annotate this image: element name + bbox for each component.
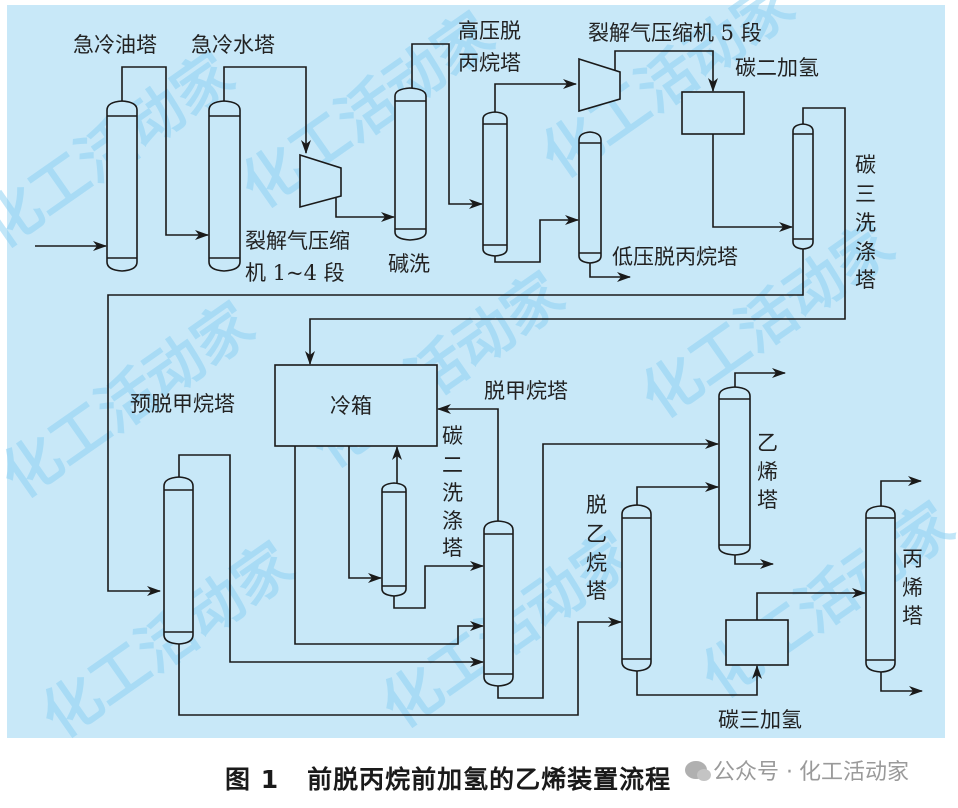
label-char: 塔 [757,488,778,512]
label-c3-wash-tower: 碳 三 洗 涤 塔 [855,153,876,292]
label-char: 三 [855,182,876,206]
cracked-gas-compressor-5 [578,57,621,113]
label-char: 塔 [442,536,463,560]
label-char: 烯 [757,460,778,484]
caustic-wash-tower [394,87,427,241]
label-char: 烯 [902,576,923,600]
label-deethanizer: 脱 乙 烷 塔 [586,493,607,603]
stream-compressor5-to-c2-hydrogenation [614,50,718,92]
caption-number: 图 1 [225,765,280,794]
label-char: 洗 [442,481,463,505]
caption-title: 前脱丙烷前加氢的乙烯装置流程 [307,765,672,794]
label-propylene-tower: 丙 烯 塔 [902,547,923,628]
label-char: 脱 [586,493,607,517]
credit-name: 化工活动家 [799,760,910,785]
stream-demethanizer-bottom-to-ethylene-tower [497,439,719,699]
label-char: 塔 [902,604,923,628]
stream-pre-demethanizer-top-to-demethanizer [178,454,484,667]
lp-depropanizer [578,131,602,264]
label-c3-hydrogenation: 碳三加氢 [718,708,802,732]
stream-c3-wash-top-to-cold-box [305,107,846,365]
cracked-gas-compressor-1-4 [299,153,342,209]
stream-quench-water-to-compressor [223,66,311,154]
stream-c3-hydrogenation-to-propylene-tower [756,588,866,620]
label-compressor-5: 裂解气压缩机 5 段 [588,21,762,45]
cold-box [274,364,438,447]
stream-caustic-to-hp-depropanizer [411,43,483,209]
propylene-tower [865,505,896,673]
label-char: 涤 [442,509,463,533]
label-c2-wash-tower: 碳 二 洗 涤 塔 [442,424,463,560]
c3-hydrogenation-reactor [725,619,789,666]
credit-prefix: 公众号 · [713,760,793,785]
demethanizer [483,520,514,687]
label-demethanizer: 脱甲烷塔 [484,379,568,403]
pre-demethanizer [163,476,194,645]
stream-c2-wash-bottom-to-demethanizer [393,561,484,609]
stream-ethylene-tower-top [734,368,786,387]
label-char: 烷 [586,551,607,575]
stream-deethanizer-bottom-to-c3-hydrogenation [636,665,762,696]
stream-demethanizer-top-to-cold-box [437,404,499,521]
stream-cold-box-to-demethanizer [294,446,484,645]
label-cold-box: 冷箱 [330,394,372,418]
stream-deethanizer-top-to-ethylene-tower [636,482,719,505]
stream-hp-bottom-to-lp-depropanizer [494,215,579,263]
stream-hp-depropanizer-to-compressor5 [494,79,577,112]
label-char: 碳 [442,424,463,448]
c2-hydrogenation-reactor [681,91,745,135]
label-char: 乙 [757,431,778,455]
wechat-icon [685,761,711,781]
hp-depropanizer [482,111,508,257]
label-char: 碳 [855,153,876,177]
stream-propylene-tower-top [880,476,922,506]
label-c2-hydrogenation: 碳二加氢 [735,56,819,80]
label-pre-demethanizer: 预脱甲烷塔 [130,392,235,416]
deethanizer [621,504,652,672]
label-char: 乙 [586,522,607,546]
ethylene-tower [718,386,751,556]
label-caustic-wash: 碱洗 [388,252,430,276]
label-compressor-1-4-line1: 裂解气压缩 [245,229,350,253]
label-quench-water-tower: 急冷水塔 [191,33,275,57]
label-quench-oil-tower: 急冷油塔 [73,33,157,57]
label-char: 二 [442,453,463,477]
label-char: 塔 [586,579,607,603]
figure-caption: 图 1 前脱丙烷前加氢的乙烯装置流程 [225,760,671,796]
stream-c3-wash-bottom-to-pre-demethanizer [107,249,804,596]
label-char: 涤 [855,240,876,264]
label-char: 塔 [855,268,876,292]
label-hp-depropanizer-line2: 丙烷塔 [458,51,521,75]
stream-pre-demethanizer-bottom-to-deethanizer [178,617,622,716]
stream-propylene-tower-bottom [880,672,923,696]
quench-water-tower [208,100,241,272]
label-compressor-1-4-line2: 机 1~4 段 [245,261,345,285]
stream-lp-depropanizer-bottom [589,263,631,282]
label-ethylene-tower: 乙 烯 塔 [757,431,778,512]
stream-quench-oil-to-water [121,66,209,240]
stream-cold-box-to-c2-wash [348,446,382,583]
label-char: 洗 [855,211,876,235]
stream-compressor-to-caustic [335,198,395,222]
stream-ethylene-tower-bottom [734,555,774,569]
quench-oil-tower [106,100,138,272]
source-credit: 公众号 · 化工活动家 [685,754,909,786]
label-lp-depropanizer: 低压脱丙烷塔 [612,245,738,269]
c2-wash-tower [381,482,407,597]
c3-wash-tower [792,123,814,250]
label-char: 丙 [902,547,923,571]
stream-c2-hydrogenation-to-c3-wash [712,134,793,232]
label-hp-depropanizer-line1: 高压脱 [458,19,521,43]
